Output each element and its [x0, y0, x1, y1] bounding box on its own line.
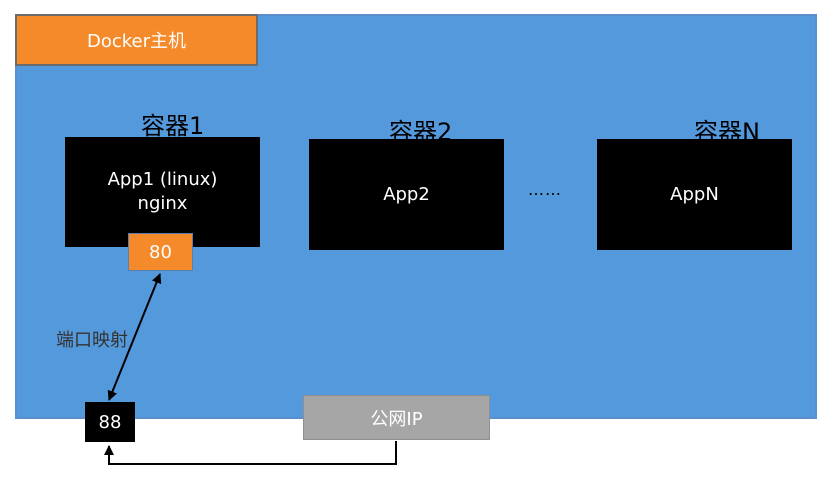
host-port-box: 88	[85, 402, 135, 442]
docker-host-label: Docker主机	[15, 14, 258, 66]
public-ip-box: 公网IP	[303, 395, 490, 440]
more-containers-ellipsis: ……	[528, 180, 562, 199]
container-2-box: App2	[309, 139, 504, 250]
public-ip-to-host-port-arrow	[104, 441, 397, 465]
port-mapping-arrow	[107, 273, 162, 401]
container-1-app-line: App1 (linux)	[107, 169, 218, 190]
container-1-name: 容器1	[141, 112, 205, 140]
container-2-app-line: App2	[383, 183, 430, 205]
container-1-service-line: nginx	[137, 193, 188, 214]
container-port-box: 80	[128, 233, 193, 271]
container-1-box: App1 (linux) nginx	[65, 137, 260, 247]
container-n-box: AppN	[597, 139, 792, 250]
container-n-app-line: AppN	[670, 183, 719, 205]
